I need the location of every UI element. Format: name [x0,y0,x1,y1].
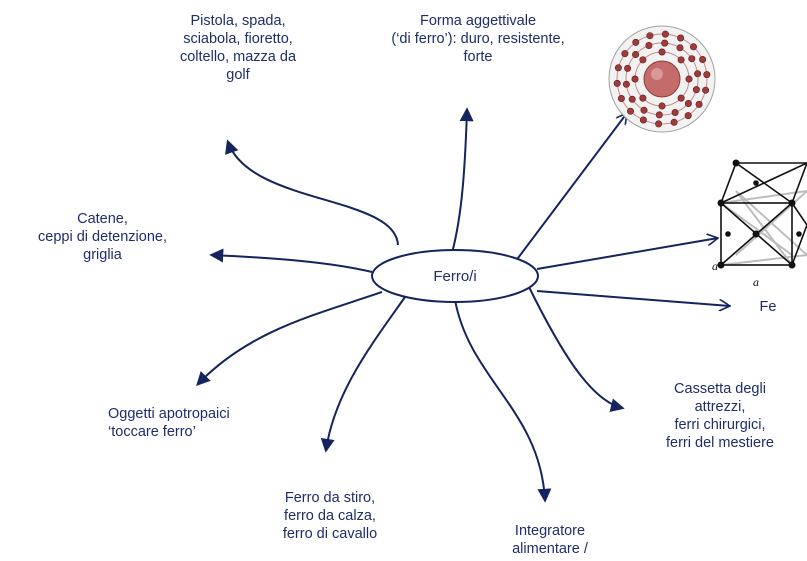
label-adjective: Forma aggettivale (‘di ferro’): duro, re… [391,13,565,65]
branch-weapons-arrow [225,139,399,246]
branch-lattice-arrow [536,238,718,270]
electron [661,39,669,47]
label-symbol: Fe [759,299,777,315]
electron [676,44,684,52]
branch-supplement-arrow [454,299,552,503]
electron [655,111,663,119]
electron [632,50,640,58]
center-node-label: Ferro/i [433,267,477,285]
electron [684,112,692,120]
electron [670,118,678,126]
electron [688,55,696,63]
electron [639,94,647,102]
electron [613,79,621,87]
electron [694,70,702,78]
electron [677,34,685,42]
branch-tools-arrow [527,284,625,413]
electron [628,95,636,103]
electron [695,100,703,108]
electron [645,41,653,49]
electron [658,102,666,110]
atom-illustration [608,25,716,133]
electron [646,32,654,40]
electron [685,75,693,83]
electron [614,64,622,72]
electron [631,75,639,83]
electron [626,107,634,115]
lattice-axis-label-side: a [712,259,718,273]
electron [684,100,692,108]
electron [671,109,679,117]
branch-adjective-arrow [451,107,474,254]
electron [661,30,669,38]
electron [622,80,630,88]
electron [632,38,640,46]
branch-chains-arrow [209,248,373,273]
electron [624,64,632,72]
electron [677,56,685,64]
electron [639,116,647,124]
label-chains: Catene, ceppi di detenzione, griglia [38,211,167,263]
electron [617,95,625,103]
lattice-axis-label-bottom: a [753,275,759,289]
electron [692,86,700,94]
electron [640,106,648,114]
electron [677,94,685,102]
branch-symbol-arrow [536,290,730,306]
label-supplement: Integratore alimentare / [512,523,588,557]
label-tools: Cassetta degli attrezzi, ferri chirurgic… [666,381,774,451]
branch-household-arrow [320,296,406,453]
electron [689,43,697,51]
label-amulets: Oggetti apotropaici ‘toccare ferro’ [108,406,230,440]
label-household: Ferro da stiro, ferro da calza, ferro di… [282,490,378,542]
lattice-illustration: a a [712,159,807,289]
electron [655,120,663,128]
electron [703,71,711,79]
electron [658,48,666,56]
electron [702,86,710,94]
branch-amulets-arrow [196,291,383,387]
branch-atom-arrow [511,113,627,267]
electron [699,55,707,63]
electron [639,56,647,64]
electron [621,50,629,58]
label-weapons: Pistola, spada, sciabola, fioretto, colt… [179,13,297,83]
center-node [371,249,539,303]
